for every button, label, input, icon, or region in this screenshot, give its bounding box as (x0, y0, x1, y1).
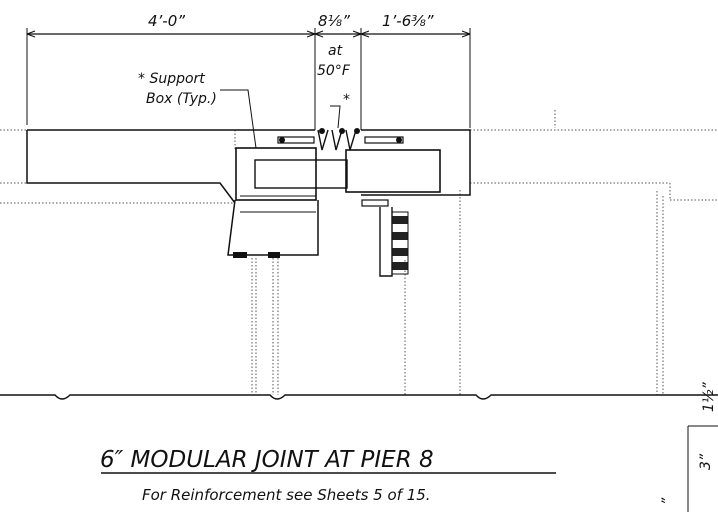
dimension-temp-value: 50°F (317, 63, 351, 79)
left-haunch (227, 199, 319, 256)
support-box (235, 147, 441, 213)
dimension-right: 1’-6⅜” (382, 12, 434, 30)
drawing-title: 6″ MODULAR JOINT AT PIER 8 (100, 447, 434, 473)
joint-anchors (277, 128, 404, 151)
edge-note-3: ” (660, 497, 676, 505)
right-deck-slab (361, 129, 471, 196)
drawing-subtitle: For Reinforcement see Sheets 5 of 15. (142, 486, 431, 504)
center-asterisk-callout: * (343, 92, 350, 108)
dotted-outlines (0, 110, 718, 395)
center-leader (330, 105, 341, 129)
left-bearing-pad-1 (233, 252, 247, 258)
dimension-lines (26, 28, 471, 130)
break-line (0, 394, 718, 400)
dimension-temp-at: at (328, 43, 343, 59)
support-box-leader (220, 89, 257, 149)
edge-note-1: 1½” (701, 382, 717, 412)
left-deck-slab (26, 129, 315, 204)
support-box-callout-line1: * Support (138, 71, 205, 87)
right-bearing (361, 199, 409, 277)
support-box-callout-line2: Box (Typ.) (146, 91, 217, 107)
dimension-left: 4’-0” (148, 12, 185, 30)
edge-note-2: 3” (698, 453, 714, 470)
dimension-middle: 8⅛” (318, 12, 350, 30)
left-bearing-pad-2 (268, 252, 280, 258)
